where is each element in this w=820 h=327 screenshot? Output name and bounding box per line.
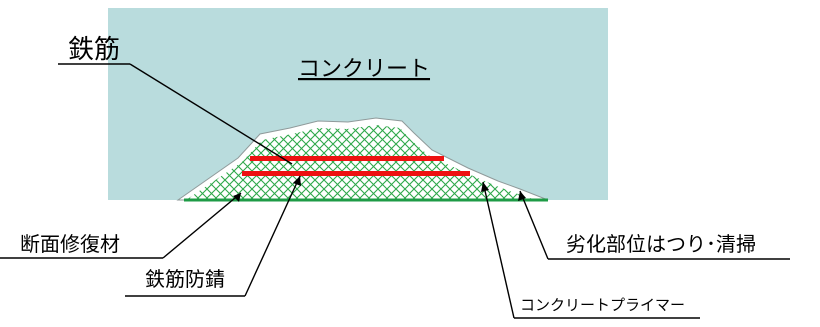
repair-material-area xyxy=(186,125,536,200)
chipping-arrowhead xyxy=(518,191,526,201)
rebar-label: 鉄筋 xyxy=(68,35,120,65)
chipping-leader-line xyxy=(519,190,549,260)
rebar-lower xyxy=(242,171,470,176)
primer-leader-line xyxy=(482,181,515,319)
rebar-leader-line xyxy=(129,63,293,165)
repair-material-arrowhead xyxy=(233,193,241,202)
rebar-rustproof-label: 鉄筋防錆 xyxy=(145,267,225,291)
rebar-upper xyxy=(250,156,444,161)
primer-arrowhead xyxy=(481,182,489,192)
repair-material-label: 断面修復材 xyxy=(20,232,120,256)
rebar-rustproof-leader-line xyxy=(244,175,301,297)
chipping-cleaning-label: 劣化部位はつり･清掃 xyxy=(566,232,756,256)
concrete-label: コンクリート xyxy=(298,57,430,82)
concrete-primer-label: コンクリートプライマー xyxy=(520,296,685,314)
rebar-rustproof-arrowhead xyxy=(293,176,301,186)
repair-material-leader-line xyxy=(162,192,242,259)
